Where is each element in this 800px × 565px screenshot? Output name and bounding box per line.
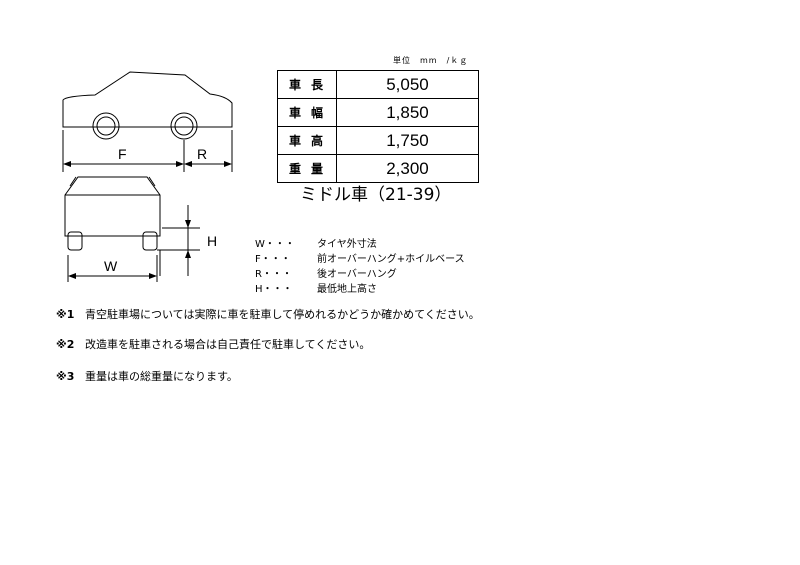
car-dimension-diagram: F R H W <box>62 71 233 282</box>
spec-value-width: 1,850 <box>336 98 479 127</box>
dimension-legend: W・・・ タイヤ外寸法 F・・・ 前オーバーハング+ホイルベース R・・・ 後オ… <box>255 237 465 297</box>
spec-label-length: 車長 <box>277 70 337 99</box>
r-dimension-label: R <box>197 146 207 162</box>
h-dimension-label: H <box>207 233 217 249</box>
note-mark: ※3 <box>56 370 75 383</box>
vehicle-class-caption: ミドル車（21-39） <box>300 185 452 205</box>
table-row: 重量 2,300 <box>277 154 479 183</box>
note-text: 青空駐車場については実際に車を駐車して停めれるかどうか確かめてください。 <box>85 308 480 321</box>
car-side-view <box>62 71 233 128</box>
front-wheel <box>92 112 120 140</box>
spec-label-weight: 重量 <box>277 154 337 183</box>
right-tire <box>142 231 158 251</box>
rear-wheel <box>170 112 198 140</box>
legend-key: F・・・ <box>255 254 291 265</box>
spec-value-weight: 2,300 <box>336 154 479 183</box>
list-item: H・・・ 最低地上高さ <box>255 282 465 297</box>
f-dimension-label: F <box>118 146 127 162</box>
list-item: F・・・ 前オーバーハング+ホイルベース <box>255 252 465 267</box>
table-row: 車長 5,050 <box>277 70 479 99</box>
legend-key: W・・・ <box>255 239 295 250</box>
legend-text: タイヤ外寸法 <box>317 239 377 250</box>
spec-value-height: 1,750 <box>336 126 479 155</box>
car-front-view <box>64 176 161 237</box>
spec-label-width: 車幅 <box>277 98 337 127</box>
list-item: W・・・ タイヤ外寸法 <box>255 237 465 252</box>
note-mark: ※1 <box>56 308 75 321</box>
spec-value-length: 5,050 <box>336 70 479 99</box>
note-item: ※1 青空駐車場については実際に車を駐車して停めれるかどうか確かめてください。 <box>56 306 480 322</box>
legend-key: R・・・ <box>255 269 292 280</box>
left-tire <box>67 231 83 251</box>
legend-text: 最低地上高さ <box>317 284 377 295</box>
list-item: R・・・ 後オーバーハング <box>255 267 465 282</box>
table-row: 車高 1,750 <box>277 126 479 155</box>
w-dimension-label: W <box>104 258 118 274</box>
table-row: 車幅 1,850 <box>277 98 479 127</box>
note-text: 重量は車の総重量になります。 <box>85 370 238 383</box>
note-item: ※2 改造車を駐車される場合は自己責任で駐車してください。 <box>56 336 370 352</box>
legend-text: 後オーバーハング <box>317 269 397 280</box>
unit-label: 単位 mm /ｋｇ <box>393 56 469 65</box>
legend-key: H・・・ <box>255 284 293 295</box>
note-item: ※3 重量は車の総重量になります。 <box>56 368 238 384</box>
note-text: 改造車を駐車される場合は自己責任で駐車してください。 <box>85 338 371 351</box>
spec-label-height: 車高 <box>277 126 337 155</box>
spec-table: 車長 5,050 車幅 1,850 車高 1,750 重量 2,300 <box>277 70 479 183</box>
note-mark: ※2 <box>56 338 75 351</box>
legend-text: 前オーバーハング+ホイルベース <box>317 254 465 265</box>
